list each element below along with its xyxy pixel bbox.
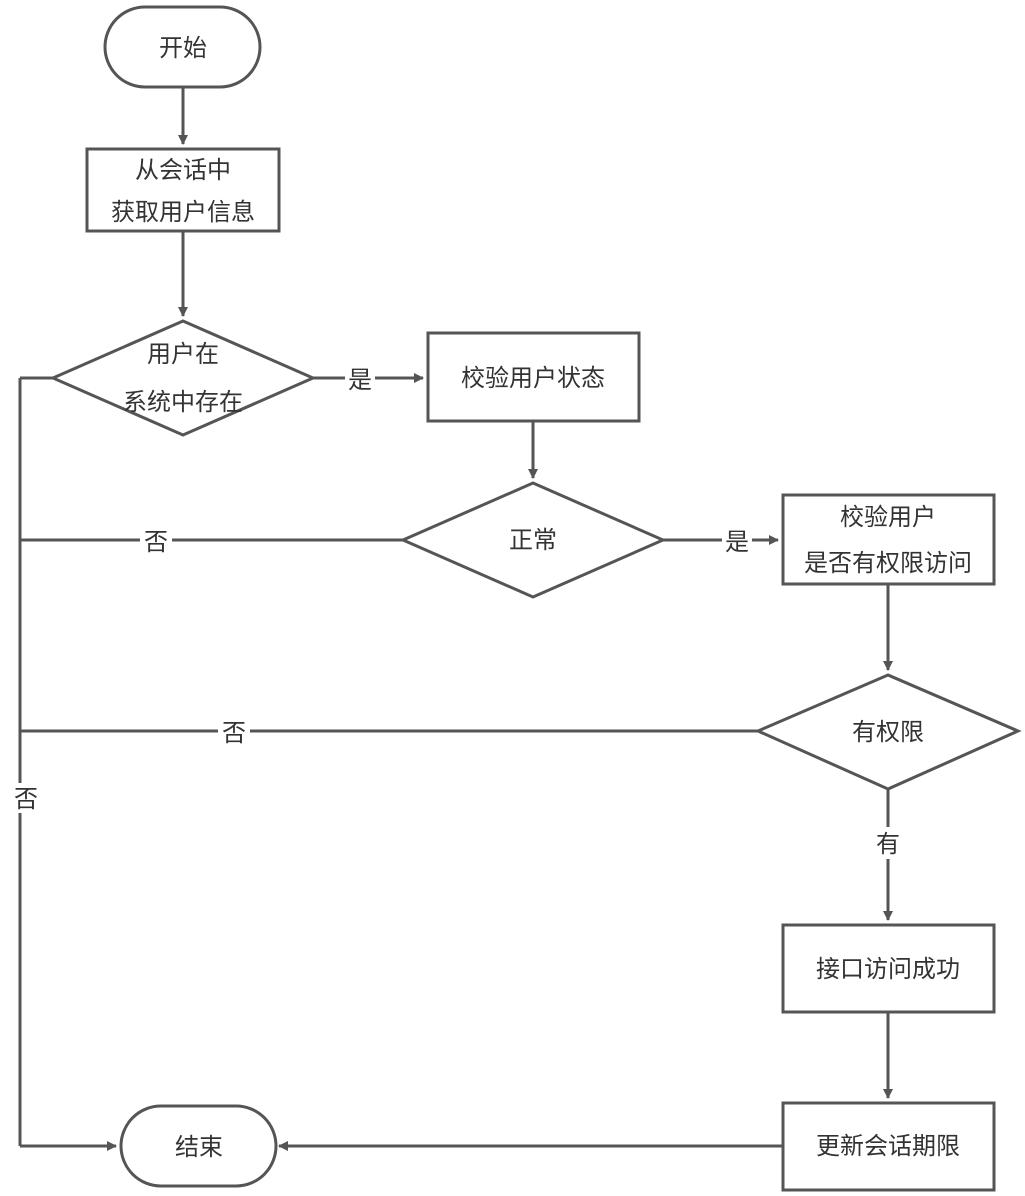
edge-label-permission-no: 否: [222, 719, 246, 747]
has-permission-label: 有权限: [852, 718, 924, 746]
check-permission-process: [781, 493, 996, 586]
user-exists-label-line-2: 系统中存在: [123, 388, 243, 416]
get-info-label-line-1: 从会话中: [135, 156, 231, 184]
has-permission-decision: [754, 673, 1022, 791]
start-terminator: [103, 5, 262, 89]
get-info-process: [85, 147, 281, 233]
edge-label-normal-yes: 是: [725, 528, 749, 556]
start-label: 开始: [159, 34, 207, 62]
normal-label: 正常: [509, 526, 557, 554]
edge-label-bg: [722, 526, 752, 556]
edge-label-bg: [218, 717, 250, 747]
normal-decision: [399, 481, 667, 599]
edge-label-permission-yes: 有: [876, 830, 900, 858]
check-status-process: [426, 331, 641, 423]
user-exists-decision: [49, 319, 317, 437]
access-success-process: [781, 923, 996, 1014]
edge-label-bg: [872, 827, 904, 859]
check-status-label: 校验用户状态: [461, 364, 605, 392]
edge-label-bg: [345, 364, 375, 394]
edge-label-bg: [140, 526, 172, 556]
user-exists-label-line-1: 用户在: [147, 340, 219, 368]
end-label: 结束: [175, 1133, 223, 1161]
access-success-label: 接口访问成功: [816, 955, 960, 983]
get-info-label-line-2: 获取用户信息: [111, 198, 255, 226]
edge-label-normal-no: 否: [144, 528, 168, 556]
check-permission-label-line-1: 校验用户: [840, 503, 936, 531]
edge-label-left-no: 否: [14, 785, 38, 813]
end-terminator: [119, 1104, 278, 1188]
update-session-label: 更新会话期限: [816, 1132, 960, 1160]
check-permission-label-line-2: 是否有权限访问: [804, 549, 972, 577]
update-session-process: [781, 1101, 996, 1192]
edge-label-bg: [10, 783, 42, 813]
edge-label-exists-yes: 是: [348, 366, 372, 394]
